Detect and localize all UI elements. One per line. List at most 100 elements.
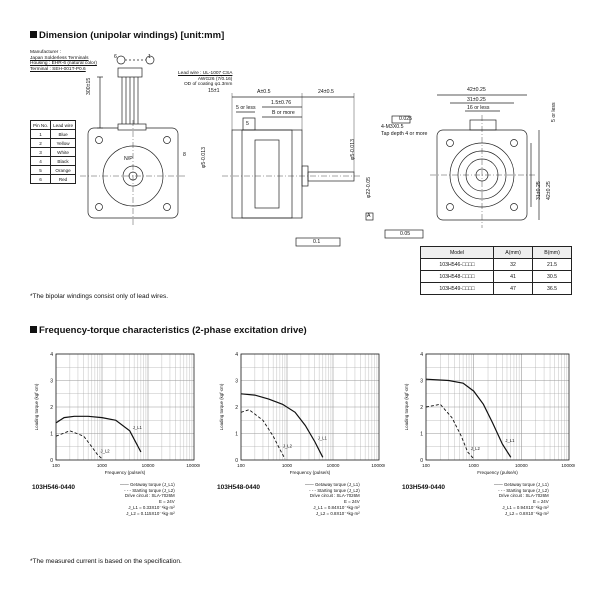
dim-phi22: φ22-0.05 [366, 177, 372, 198]
cond-jl2: J_L2 = 0.115X10⁻⁴kg·m² [126, 510, 175, 516]
legend-solid-line: —— [120, 482, 129, 487]
a-cell: 47 [493, 282, 534, 295]
legend-solid-line: —— [305, 482, 314, 487]
frequency-heading: Frequency-torque characteristics (2-phas… [30, 325, 307, 336]
y-tick-label: 3 [50, 378, 53, 384]
x-tick-label: 100000 [561, 463, 575, 468]
cond-jl1: J_L1 = 0.94X10⁻⁴kg·m² [502, 504, 549, 510]
x-tick-label: 100000 [371, 463, 385, 468]
dim-42v: 42±0.25 [546, 181, 552, 200]
b-cell: 30.5 [532, 270, 572, 283]
housing-label: Housing : EHR-6 (natural color) [30, 61, 97, 67]
legend-getaway: Getaway torque (J_L1) [504, 482, 549, 487]
cond-e: E = 24V [343, 499, 360, 505]
awg-len-label: (7/0.16) [215, 76, 233, 82]
dim-16: 16 or less [467, 105, 490, 111]
dim-phi5-left: φ5-0.013 [201, 147, 207, 168]
connector-pin1-label: 1 [148, 54, 151, 60]
a-cell: 32 [493, 258, 534, 271]
legend-starting: Starting torque (J_L2) [132, 487, 175, 493]
chart-1: 01234100100010000100000Frequency (pulse/… [30, 350, 202, 540]
series-label: J_L1 [133, 425, 143, 430]
y-tick-label: 4 [235, 352, 238, 358]
series-label: J_L2 [283, 443, 293, 448]
y-tick-label: 4 [420, 352, 423, 358]
chart-1-svg: 01234100100010000100000Frequency (pulse/… [34, 352, 202, 475]
x-axis-label: Frequency (pulse/s) [105, 470, 146, 475]
plot-frame [55, 353, 195, 461]
x-tick-label: 10000 [142, 463, 155, 468]
connector-pin6-label: 6 [114, 54, 117, 60]
datum-A: A [367, 213, 371, 219]
maker-label: Japan Solderless Terminals [30, 55, 89, 61]
y-tick-label: 1 [420, 431, 423, 437]
y-tick-label: 1 [235, 431, 238, 437]
chart-2-svg: 01234100100010000100000Frequency (pulse/… [219, 352, 387, 475]
x-tick-label: 100 [52, 463, 60, 468]
tol-025: 0.025 [399, 116, 412, 122]
cond-jl1: J_L1 = 0.84X10⁻⁴kg·m² [313, 504, 360, 510]
legend-getaway: Getaway torque (J_L1) [315, 482, 360, 487]
cond-e: E = 24V [532, 499, 549, 505]
x-axis-label: Frequency (pulse/s) [290, 470, 331, 475]
y-tick-label: 2 [420, 405, 423, 411]
cond-drive: Drive circuit : SLA-7026M [498, 493, 549, 499]
chart-2-title: 103H548-0440 [217, 484, 261, 491]
cond-e: E = 24V [158, 499, 175, 505]
y-axis-label: Loading torque (kgf·cm) [34, 383, 39, 430]
lead-wire-label: Lead wire : UL-1007 CSA [178, 71, 233, 76]
chart-2-legend: —— Getaway torque (J_L1) - - - Starting … [305, 482, 360, 516]
a-cell: 41 [493, 270, 534, 283]
heading-square-icon [30, 326, 37, 333]
legend-dashed-line: - - - [498, 487, 505, 493]
chart-3-title: 103H549-0440 [402, 484, 446, 491]
chart-2: 01234100100010000100000Frequency (pulse/… [215, 350, 387, 540]
y-tick-label: 2 [235, 405, 238, 411]
pin-wire: Red [50, 174, 76, 184]
y-tick-label: 4 [50, 352, 53, 358]
legend-dashed-line: - - - [309, 487, 316, 493]
legend-getaway: Getaway torque (J_L1) [130, 482, 175, 487]
cond-jl1: J_L1 = 0.33X10⁻⁴kg·m² [128, 504, 175, 510]
chart-3-legend: —— Getaway torque (J_L1) - - - Starting … [494, 482, 549, 516]
chart-1-title: 103H546-0440 [32, 484, 76, 491]
chart-1-legend: —— Getaway torque (J_L1) - - - Starting … [120, 482, 175, 516]
plot-frame [240, 353, 380, 461]
heading-square-icon [30, 31, 37, 38]
legend-solid-line: —— [494, 482, 503, 487]
tol-005: 0.05 [400, 231, 411, 237]
x-tick-label: 100 [422, 463, 430, 468]
od-coating-label: OD of coating [183, 82, 214, 88]
getaway-torque-line [55, 415, 142, 453]
b-cell: 36.5 [532, 282, 572, 295]
dim-15: 15±1 [208, 88, 220, 94]
manufacturer-label: Manufacturer : [30, 50, 61, 55]
chart-3-svg: 01234100100010000100000Frequency (pulse/… [404, 352, 577, 475]
y-tick-label: 0 [50, 458, 53, 464]
cond-jl2: J_L2 = 0.8X10⁻⁴kg·m² [504, 510, 549, 516]
dim-5r: 5 or less [551, 102, 557, 122]
x-tick-label: 10000 [515, 463, 528, 468]
od-value-label: φ1.3mm [214, 82, 233, 88]
series-label: J_L1 [505, 438, 515, 443]
series-label: J_L2 [471, 446, 481, 451]
dim-31: 31±0.25 [467, 97, 486, 103]
model-header: Model [419, 246, 495, 259]
starting-torque-line [425, 403, 475, 460]
manufacturer-block: Manufacturer : Japan Solderless Terminal… [30, 50, 97, 72]
terminal-label: Terminal : SEH-001T-P0.6 [30, 66, 86, 72]
pin6-circle [116, 55, 126, 65]
y-tick-label: 1 [50, 431, 53, 437]
legend-starting: Starting torque (J_L2) [317, 487, 360, 493]
dim-24: 24±0.5 [318, 89, 334, 95]
pin-no: 6 [29, 174, 52, 184]
getaway-torque-line [425, 378, 512, 458]
x-axis-label: Frequency (pulse/s) [477, 470, 518, 475]
tol-01: 0.1 [313, 239, 321, 245]
dim-8: 8 [183, 152, 186, 158]
a-header: A(mm) [493, 246, 534, 259]
cond-jl2: J_L2 = 0.8X10⁻⁴kg·m² [315, 510, 360, 516]
